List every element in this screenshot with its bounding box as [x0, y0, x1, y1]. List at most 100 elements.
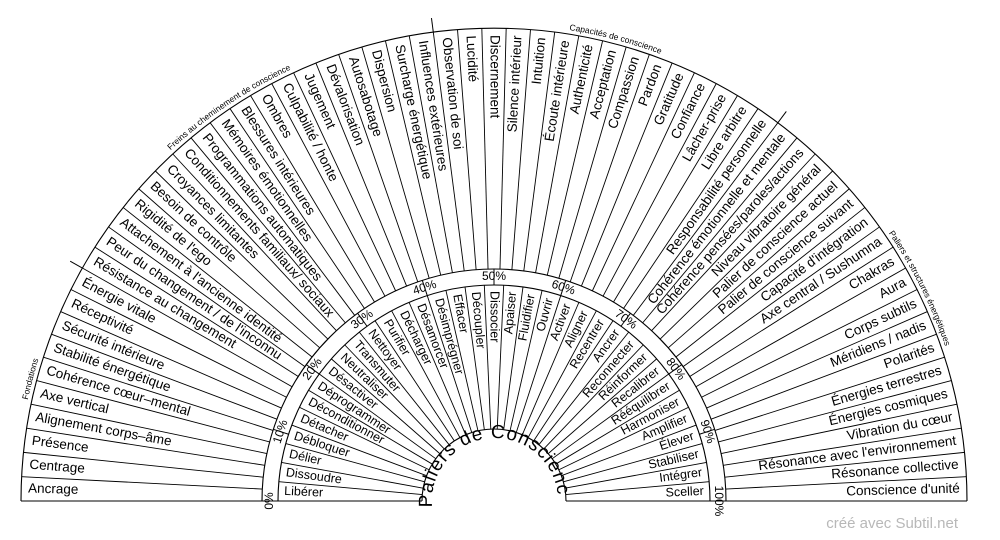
- inner-ring-label: Effacer: [450, 293, 471, 334]
- inner-divider: [408, 302, 467, 435]
- percent-label: 100%: [712, 486, 726, 517]
- outer-ring-label: Lucidité: [463, 35, 480, 82]
- inner-divider: [547, 358, 657, 454]
- outer-divider: [706, 311, 928, 409]
- inner-divider: [308, 389, 433, 465]
- outer-divider: [229, 108, 365, 309]
- inner-divider: [527, 310, 597, 438]
- outer-divider: [408, 35, 453, 273]
- outer-divider: [659, 170, 834, 340]
- percent-label: 20%: [299, 355, 325, 383]
- outer-ring-label: Centrage: [29, 457, 86, 476]
- outer-divider: [209, 122, 356, 316]
- outer-ring-label: Ancrage: [28, 481, 79, 497]
- percent-label: 80%: [663, 355, 689, 383]
- percent-label: 90%: [697, 418, 718, 445]
- inner-divider: [563, 443, 703, 483]
- percent-tick: [560, 280, 567, 296]
- outer-divider: [108, 226, 306, 367]
- sector-boundary: [69, 260, 83, 269]
- inner-divider: [483, 285, 492, 430]
- outer-divider: [154, 170, 329, 340]
- inner-divider: [426, 295, 473, 433]
- inner-ring-label: Fluidifier: [515, 293, 537, 342]
- outer-ring-label: Silence intérieur: [505, 35, 525, 133]
- percent-label: 70%: [612, 306, 640, 332]
- inner-ring-label: Apaiser: [501, 291, 519, 334]
- inner-divider: [509, 290, 543, 431]
- outer-ring-label: Conscience d'unité: [846, 481, 960, 499]
- outer-divider: [315, 62, 408, 287]
- outer-divider: [43, 356, 274, 431]
- outer-divider: [642, 137, 798, 324]
- percent-tick: [357, 313, 368, 327]
- outer-divider: [632, 122, 779, 316]
- percent-label: 40%: [411, 277, 438, 298]
- outer-divider: [511, 29, 531, 270]
- outer-divider: [432, 31, 465, 271]
- outer-divider: [21, 476, 263, 490]
- outer-divider: [689, 246, 894, 377]
- outer-divider: [701, 289, 918, 398]
- inner-divider: [533, 320, 614, 442]
- inner-divider: [564, 461, 707, 489]
- inner-divider: [551, 373, 670, 460]
- inner-divider: [358, 331, 450, 445]
- percent-tick: [699, 428, 715, 435]
- outer-divider: [602, 83, 717, 297]
- outer-divider: [721, 403, 958, 454]
- outer-divider: [30, 403, 267, 454]
- outer-divider: [710, 333, 937, 420]
- outer-divider: [725, 476, 967, 490]
- outer-divider: [51, 333, 278, 420]
- outer-ring-label: Aura: [876, 274, 909, 301]
- outer-divider: [675, 207, 866, 358]
- outer-divider: [580, 62, 673, 287]
- outer-divider: [172, 153, 337, 332]
- inner-divider: [299, 406, 430, 471]
- inner-divider: [291, 424, 427, 477]
- outer-divider: [23, 451, 264, 478]
- outer-divider: [138, 188, 321, 349]
- outer-divider: [546, 40, 604, 276]
- outer-divider: [82, 267, 293, 388]
- inner-divider: [521, 302, 580, 435]
- outer-divider: [613, 95, 738, 303]
- outer-divider: [723, 427, 962, 466]
- inner-divider: [281, 461, 424, 489]
- outer-divider: [94, 246, 299, 377]
- outer-divider: [682, 226, 880, 367]
- outer-divider: [623, 108, 759, 309]
- outer-ring-label: Discernement: [487, 35, 502, 119]
- outer-divider: [714, 356, 945, 431]
- percent-label: 50%: [482, 269, 506, 283]
- inner-hole-arc: [421, 428, 567, 502]
- outer-divider: [724, 451, 965, 478]
- inner-divider: [285, 443, 425, 483]
- inner-divider: [331, 358, 441, 454]
- inner-divider: [445, 290, 479, 431]
- sector-boundary: [430, 17, 434, 32]
- percent-label: 60%: [550, 277, 577, 298]
- percent-tick: [668, 364, 682, 375]
- percent-tick: [620, 313, 631, 327]
- outer-divider: [338, 54, 419, 283]
- inner-divider: [278, 481, 423, 495]
- outer-arc: [20, 27, 968, 502]
- outer-divider: [499, 28, 507, 270]
- outer-divider: [60, 311, 282, 409]
- inner-ring-label: Dissocier: [488, 291, 502, 342]
- inner-ring-label: Sceller: [665, 484, 704, 500]
- outer-divider: [122, 207, 313, 358]
- percent-label: 10%: [270, 418, 291, 445]
- outer-divider: [651, 153, 816, 332]
- outer-divider: [481, 28, 489, 270]
- sector-boundary: [777, 111, 787, 123]
- outer-divider: [558, 46, 627, 279]
- outer-divider: [591, 72, 695, 292]
- outer-divider: [70, 289, 287, 398]
- percent-tick: [273, 428, 289, 435]
- percent-tick: [421, 280, 428, 296]
- outer-divider: [293, 72, 397, 292]
- outer-divider: [190, 137, 346, 324]
